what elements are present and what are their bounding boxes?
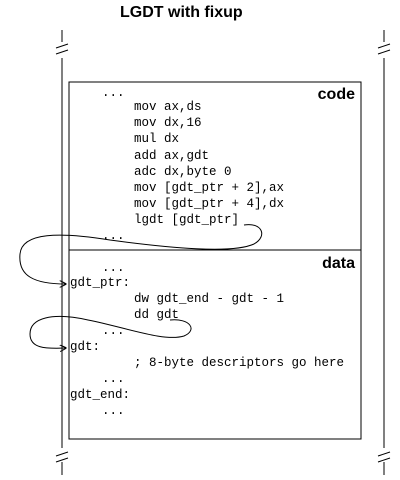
data-line: ... [102, 404, 125, 418]
arrow-lgdt-to-gdt-ptr [19, 224, 263, 284]
code-line: mov [gdt_ptr + 4],dx [134, 197, 284, 211]
data-line: ... [102, 372, 125, 386]
code-section-label: code [318, 86, 355, 103]
break-mark-top-left [55, 43, 69, 55]
data-line: dd gdt [134, 308, 179, 322]
code-line: lgdt [gdt_ptr] [134, 213, 239, 227]
data-line: gdt: [70, 340, 100, 354]
code-line: add ax,gdt [134, 149, 209, 163]
data-line: gdt_ptr: [70, 276, 130, 290]
data-listing: ... gdt_ptr: dw gdt_end - gdt - 1 dd gdt… [70, 261, 344, 418]
arrow-dd-gdt-to-gdt-label [29, 316, 192, 348]
diagram-title: LGDT with fixup [120, 4, 243, 21]
code-line: mov dx,16 [134, 116, 202, 130]
data-line: dw gdt_end - gdt - 1 [134, 292, 284, 306]
code-listing: ... mov ax,ds mov dx,16 mul dx add ax,gd… [102, 86, 284, 243]
code-line: adc dx,byte 0 [134, 165, 232, 179]
code-line: mov ax,ds [134, 100, 202, 114]
break-mark-bottom-right [377, 451, 391, 463]
code-line: mul dx [134, 132, 179, 146]
break-mark-bottom-left [55, 451, 69, 463]
program-box [68, 81, 362, 440]
data-line: gdt_end: [70, 388, 130, 402]
code-line: ... [102, 86, 125, 100]
data-section-label: data [322, 255, 355, 272]
code-line: mov [gdt_ptr + 2],ax [134, 181, 284, 195]
data-line: ... [102, 261, 125, 275]
break-mark-top-right [377, 43, 391, 55]
data-line: ; 8-byte descriptors go here [134, 356, 344, 370]
